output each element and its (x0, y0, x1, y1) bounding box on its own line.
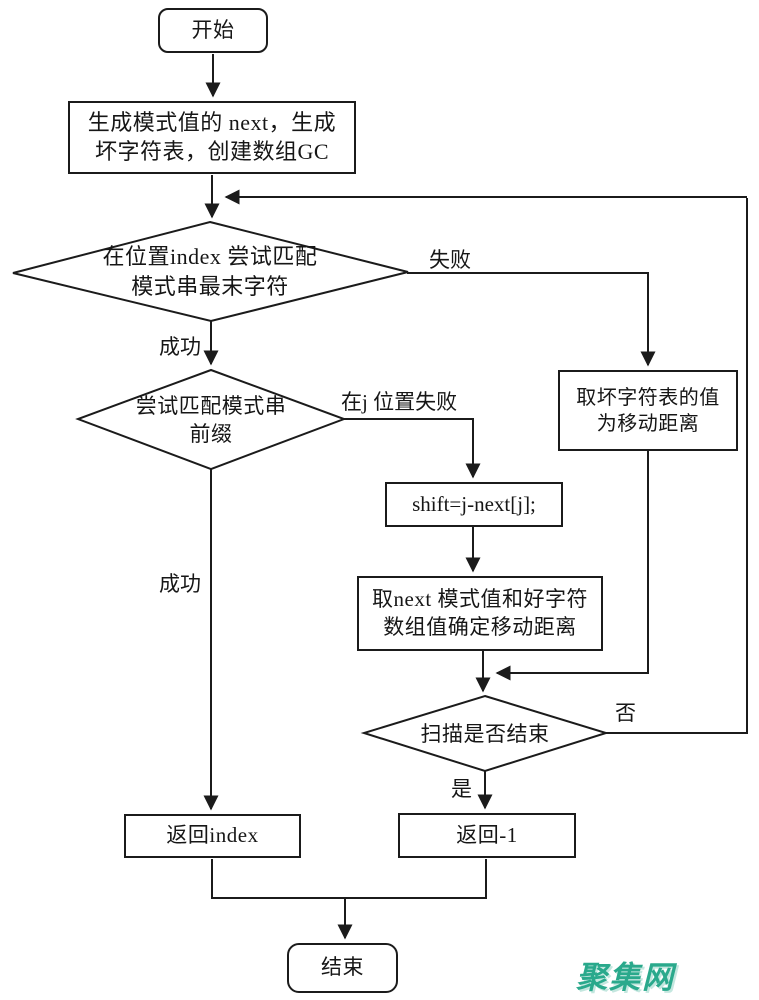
node-return-neg1: 返回-1 (398, 813, 576, 858)
edge-label-success-2: 成功 (159, 572, 201, 596)
node-start: 开始 (158, 8, 268, 53)
node-init-line1: 生成模式值的 next，生成 (87, 109, 337, 135)
node-return-index: 返回index (124, 814, 301, 858)
node-good-char: 取next 模式值和好字符 数组值确定移动距离 (357, 576, 603, 651)
node-start-label: 开始 (191, 17, 235, 42)
node-bad-char-line2: 为移动距离 (596, 412, 700, 435)
node-end: 结束 (287, 943, 398, 993)
edge-label-fail: 失败 (429, 248, 471, 272)
node-scan-end-label: 扫描是否结束 (420, 721, 550, 746)
node-bad-char-line1: 取坏字符表的值 (576, 386, 720, 409)
node-match-last-line1: 在位置index 尝试匹配 (102, 244, 318, 270)
node-shift: shift=j-next[j]; (385, 482, 563, 527)
decision-match-prefix-diamond (75, 368, 347, 471)
decision-match-last-diamond (12, 220, 409, 323)
edge-label-yes: 是 (451, 777, 472, 801)
node-shift-label: shift=j-next[j]; (412, 491, 536, 516)
node-init: 生成模式值的 next，生成 坏字符表，创建数组GC (68, 101, 356, 174)
node-match-last: 在位置index 尝试匹配 模式串最末字符 (60, 240, 360, 304)
node-good-char-line1: 取next 模式值和好字符 (372, 587, 588, 612)
node-bad-char: 取坏字符表的值 为移动距离 (558, 370, 738, 451)
node-return-neg1-label: 返回-1 (456, 822, 518, 847)
node-scan-end: 扫描是否结束 (385, 718, 585, 750)
node-match-prefix-line2: 前缀 (189, 422, 233, 446)
node-match-prefix-line1: 尝试匹配模式串 (135, 393, 287, 418)
node-match-prefix: 尝试匹配模式串 前缀 (96, 393, 326, 447)
node-init-line2: 坏字符表，创建数组GC (94, 138, 330, 164)
node-good-char-line2: 数组值确定移动距离 (383, 614, 577, 639)
edge-label-no: 否 (615, 701, 636, 725)
node-end-label: 结束 (321, 955, 364, 980)
decision-scan-end-diamond (360, 694, 610, 773)
watermark-logo: 聚集网 (576, 960, 675, 995)
edge-label-success-1: 成功 (159, 335, 201, 359)
node-return-index-label: 返回index (166, 823, 259, 848)
node-match-last-line2: 模式串最末字符 (131, 274, 289, 299)
edge-label-fail-at-j: 在j 位置失败 (341, 390, 458, 414)
